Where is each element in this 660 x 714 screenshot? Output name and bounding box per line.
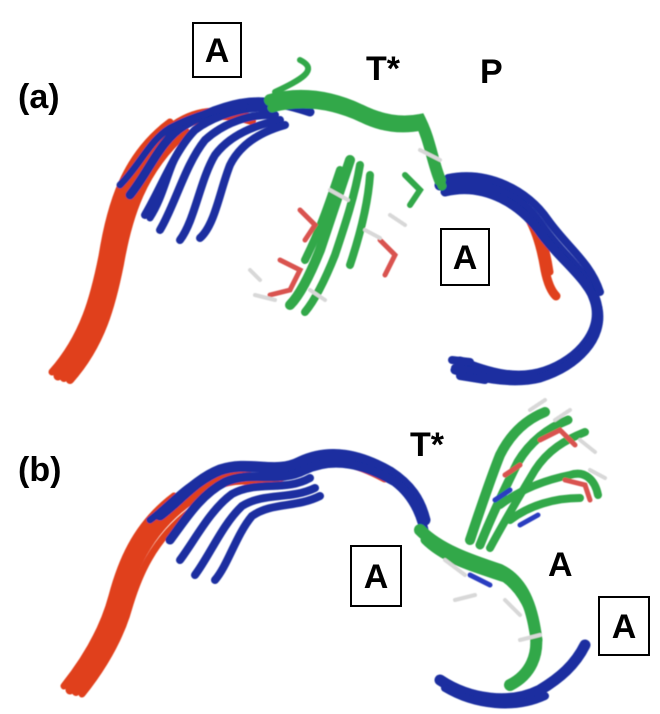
residue-label-b-modified: T* — [410, 426, 444, 464]
residue-label-a-boxed-second: A — [440, 228, 490, 286]
panel-b-blue-hook — [434, 639, 591, 709]
panel-a-structure — [48, 57, 604, 386]
panel-b-structure — [60, 398, 607, 709]
residue-label-a-third: P — [480, 53, 503, 91]
panel-label-a: (a) — [18, 78, 60, 116]
residue-label-a-boxed-first: A — [192, 22, 242, 78]
panel-b-blue-strands — [146, 449, 431, 584]
panel-a-blue-ends — [448, 356, 489, 384]
residue-label-b-unboxed: A — [548, 546, 573, 584]
panel-a-blue-strands-right — [434, 172, 604, 386]
panel-b-sidechain-cluster — [443, 398, 607, 642]
panel-a-blue-strands-left — [116, 97, 315, 244]
panel-label-b: (b) — [18, 451, 62, 489]
residue-label-b-boxed-second: A — [598, 596, 650, 656]
residue-label-b-boxed-first: A — [350, 545, 402, 607]
panel-a-sidechain-cluster — [248, 148, 442, 316]
panel-b-green-ribbon — [414, 524, 543, 691]
residue-label-a-modified: T* — [366, 50, 400, 88]
